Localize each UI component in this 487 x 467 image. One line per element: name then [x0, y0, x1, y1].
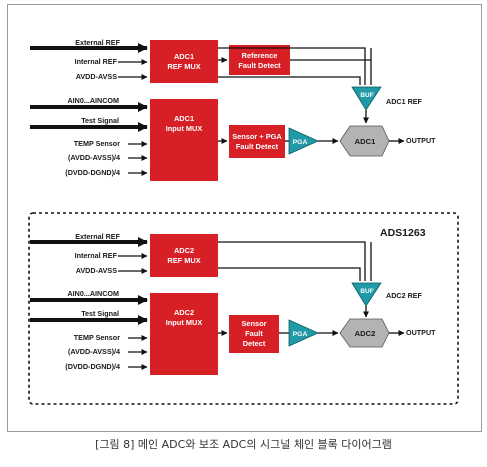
label-ain: AIN0...AINCOM — [67, 96, 119, 105]
label-external-ref-2: External REF — [75, 232, 120, 241]
adc2-ref-mux-line2: REF MUX — [167, 256, 200, 265]
adc2-output-label: OUTPUT — [406, 328, 436, 337]
adc1-input-mux-line2: Input MUX — [166, 124, 203, 133]
ref-fault-line1: Reference — [242, 51, 278, 60]
adc2-chain: ADS1263 External REF Internal REF AVDD-A… — [28, 212, 459, 405]
label-avdd-avss: AVDD-AVSS — [76, 72, 117, 81]
adc2-label: ADC2 — [355, 329, 376, 338]
ads1263-boundary — [28, 212, 459, 405]
adc1-buf-amplifier — [351, 86, 382, 111]
adc1-buf-label: BUF — [360, 92, 373, 99]
label-internal-ref: Internal REF — [75, 57, 118, 66]
label-test-signal-2: Test Signal — [81, 309, 119, 318]
adc1-input-mux-block — [150, 99, 218, 181]
adc2-input-mux-line1: ADC2 — [174, 308, 194, 317]
label-avdd4: (AVDD-AVSS)/4 — [68, 153, 120, 162]
ref-bus-lower-2 — [218, 267, 361, 281]
ref-bus-upper — [218, 47, 366, 85]
adc1-label: ADC1 — [355, 137, 376, 146]
figure-caption: [그림 8] 메인 ADC와 보조 ADC의 시그널 체인 블록 다이어그램 — [95, 438, 392, 451]
diagram-frame — [7, 4, 482, 432]
sensor-fault-detect-block — [229, 315, 279, 353]
sensor-pga-fault-block — [229, 125, 285, 158]
adc2-ref-label: ADC2 REF — [386, 291, 423, 300]
sensor-pga-fault-line1: Sensor + PGA — [232, 132, 282, 141]
sensor-fault-line2: Fault — [245, 329, 263, 338]
adc2-input-mux-block — [150, 293, 218, 375]
sensor-fault-line1: Sensor — [241, 319, 266, 328]
adc2-buf-amplifier — [351, 282, 382, 307]
label-avdd4-2: (AVDD-AVSS)/4 — [68, 347, 120, 356]
adc1-output-label: OUTPUT — [406, 136, 436, 145]
adc1-chain: External REF Internal REF AVDD-AVSS AIN0… — [30, 38, 436, 181]
ref-bus-lower — [218, 76, 361, 85]
adc1-pga-amplifier — [288, 127, 319, 155]
adc2-buf-label: BUF — [360, 288, 373, 295]
label-dvdd4: (DVDD-DGND)/4 — [65, 168, 120, 177]
adc2-ref-mux-line1: ADC2 — [174, 246, 194, 255]
ref-fault-line2: Fault Detect — [238, 61, 281, 70]
adc2-pga-amplifier — [288, 319, 319, 347]
adc2-pga-label: PGA — [293, 331, 308, 338]
adc2-ref-mux-block — [150, 234, 218, 277]
label-ain-2: AIN0...AINCOM — [67, 289, 119, 298]
ref-bus-upper-2 — [218, 241, 366, 281]
sensor-fault-line3: Detect — [243, 339, 266, 348]
adc1-ref-mux-line2: REF MUX — [167, 62, 200, 71]
sensor-pga-fault-line2: Fault Detect — [236, 142, 279, 151]
label-temp-sensor-2: TEMP Sensor — [74, 333, 120, 342]
adc2-input-mux-line2: Input MUX — [166, 318, 203, 327]
ads1263-title: ADS1263 — [380, 227, 426, 239]
adc1-pga-label: PGA — [293, 139, 308, 146]
label-dvdd4-2: (DVDD-DGND)/4 — [65, 362, 120, 371]
adc1-ref-mux-block — [150, 40, 218, 83]
adc1-ref-mux-line1: ADC1 — [174, 52, 194, 61]
reference-fault-detect-block — [229, 45, 290, 75]
label-test-signal: Test Signal — [81, 116, 119, 125]
label-external-ref: External REF — [75, 38, 120, 47]
label-avdd-avss-2: AVDD-AVSS — [76, 266, 117, 275]
adc1-ref-label: ADC1 REF — [386, 97, 423, 106]
label-internal-ref-2: Internal REF — [75, 251, 118, 260]
label-temp-sensor: TEMP Sensor — [74, 139, 120, 148]
adc1-input-mux-line1: ADC1 — [174, 114, 194, 123]
